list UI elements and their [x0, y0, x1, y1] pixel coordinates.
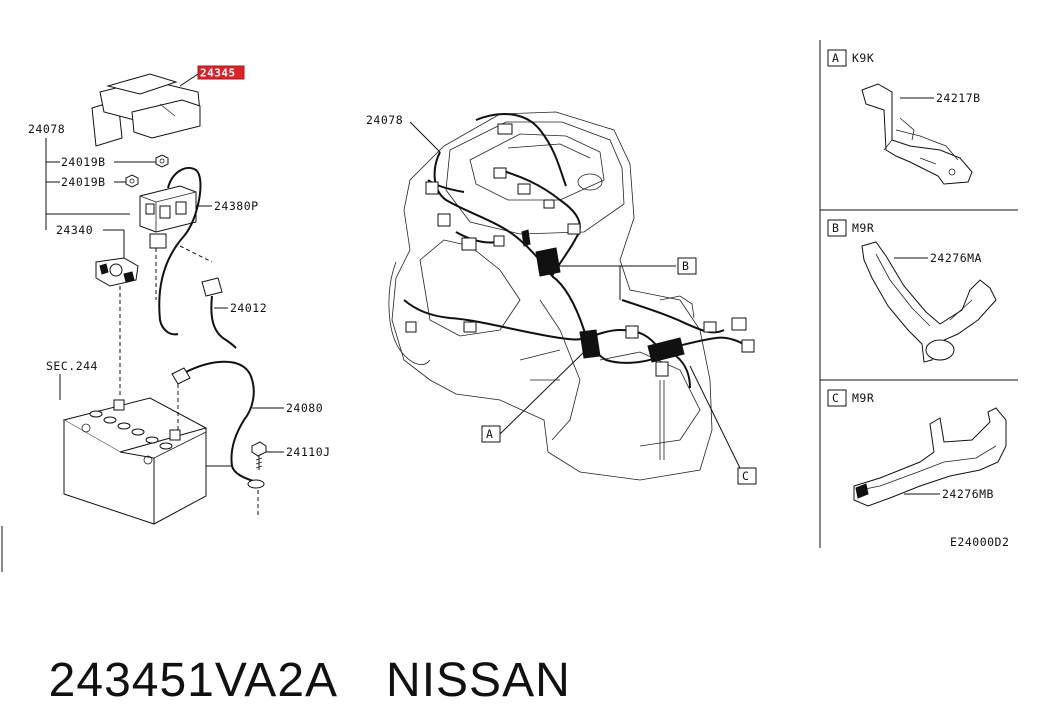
detail-b-letter: B	[832, 221, 839, 235]
callout-b-box	[677, 257, 697, 275]
label-24019b-a: 24019B	[61, 155, 106, 169]
detail-a-letter: A	[832, 51, 839, 65]
label-24078-left: 24078	[28, 122, 65, 136]
detail-panel-a: A K9K 24217B	[827, 49, 981, 185]
callout-c: C	[742, 469, 749, 483]
battery-cable-24080	[171, 360, 265, 489]
label-24340: 24340	[56, 223, 93, 237]
leader-a	[499, 349, 587, 435]
label-24078-center: 24078	[366, 113, 403, 127]
detail-c-letter: C	[832, 391, 839, 405]
nut-icon	[125, 154, 169, 188]
label-sec244: SEC.244	[46, 359, 98, 373]
detail-c-part: 24276MB	[942, 487, 994, 501]
label-24380p: 24380P	[214, 199, 259, 213]
sub-harness-24012	[201, 277, 237, 349]
callout-c-box	[737, 467, 757, 485]
leader-c	[689, 365, 741, 469]
label-24110j: 24110J	[286, 445, 331, 459]
detail-a-code: K9K	[852, 51, 874, 65]
engine-block	[388, 111, 713, 481]
battery-terminal	[95, 257, 139, 287]
caption: 243451VA2A NISSAN	[20, 598, 571, 708]
detail-a-part: 24217B	[936, 91, 981, 105]
callout-a: A	[486, 427, 493, 441]
callout-a-box	[481, 425, 501, 443]
label-24080: 24080	[286, 401, 323, 415]
callout-b: B	[682, 259, 689, 273]
diagram-id: E24000D2	[950, 535, 1009, 549]
label-24012: 24012	[230, 301, 267, 315]
battery-wire	[158, 167, 202, 336]
detail-b-code: M9R	[852, 221, 874, 235]
parts-diagram: 24345 24078 24019B 24019B 24380P 24340	[1, 40, 1018, 572]
detail-c-code: M9R	[852, 391, 874, 405]
battery-icon	[62, 397, 208, 525]
label-24345: 24345	[200, 67, 236, 80]
part-24345-cover	[91, 73, 201, 147]
engine-harness	[403, 113, 755, 389]
fuse-block-24380p	[139, 185, 197, 249]
part-number: 243451VA2A	[48, 654, 339, 707]
detail-panel-b: B M9R 24276MA	[827, 219, 997, 363]
detail-b-part: 24276MA	[930, 251, 982, 265]
highlight-box	[197, 65, 245, 80]
bolt-icon	[251, 441, 267, 470]
label-24019b-b: 24019B	[61, 175, 106, 189]
leader-24345	[179, 73, 199, 87]
brand-name: NISSAN	[386, 654, 571, 707]
detail-panel-c: C M9R 24276MB	[827, 389, 1007, 507]
